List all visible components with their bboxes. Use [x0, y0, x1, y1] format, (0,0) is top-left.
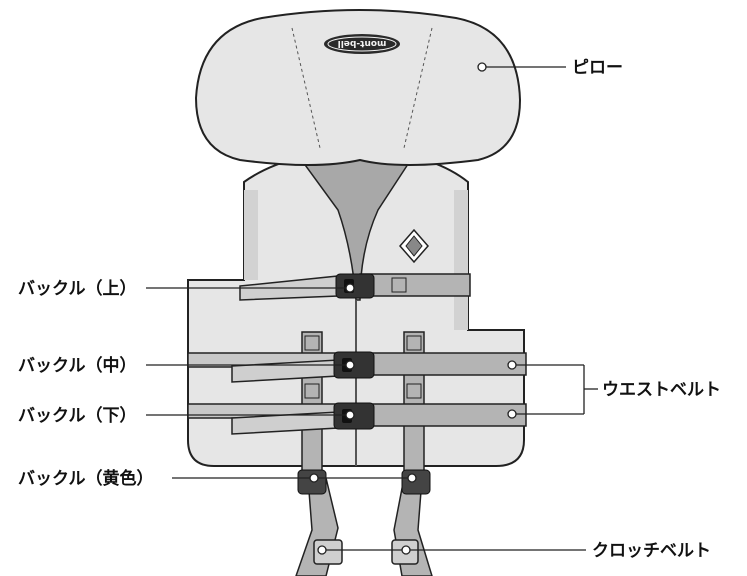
buckle-yellow-right	[401, 469, 431, 495]
label-buckle-top: バックル（上）	[18, 278, 137, 299]
buckle-top	[335, 273, 375, 299]
leader-lines	[146, 66, 598, 551]
label-pillow: ピロー	[572, 58, 623, 78]
label-buckle-bottom: バックル（下）	[18, 405, 137, 426]
pillow-shape	[194, 9, 522, 166]
brand-logo: mont-bell	[324, 34, 400, 54]
label-buckle-middle: バックル（中）	[18, 355, 137, 376]
label-waist-belt: ウエストベルト	[602, 380, 721, 400]
label-crotch-belt: クロッチベルト	[592, 541, 711, 561]
svg-text:mont-bell: mont-bell	[338, 38, 387, 48]
callout-markers	[309, 62, 517, 555]
diamond-emblem-icon	[399, 228, 429, 264]
label-buckle-yellow: バックル（黄色）	[18, 468, 154, 489]
